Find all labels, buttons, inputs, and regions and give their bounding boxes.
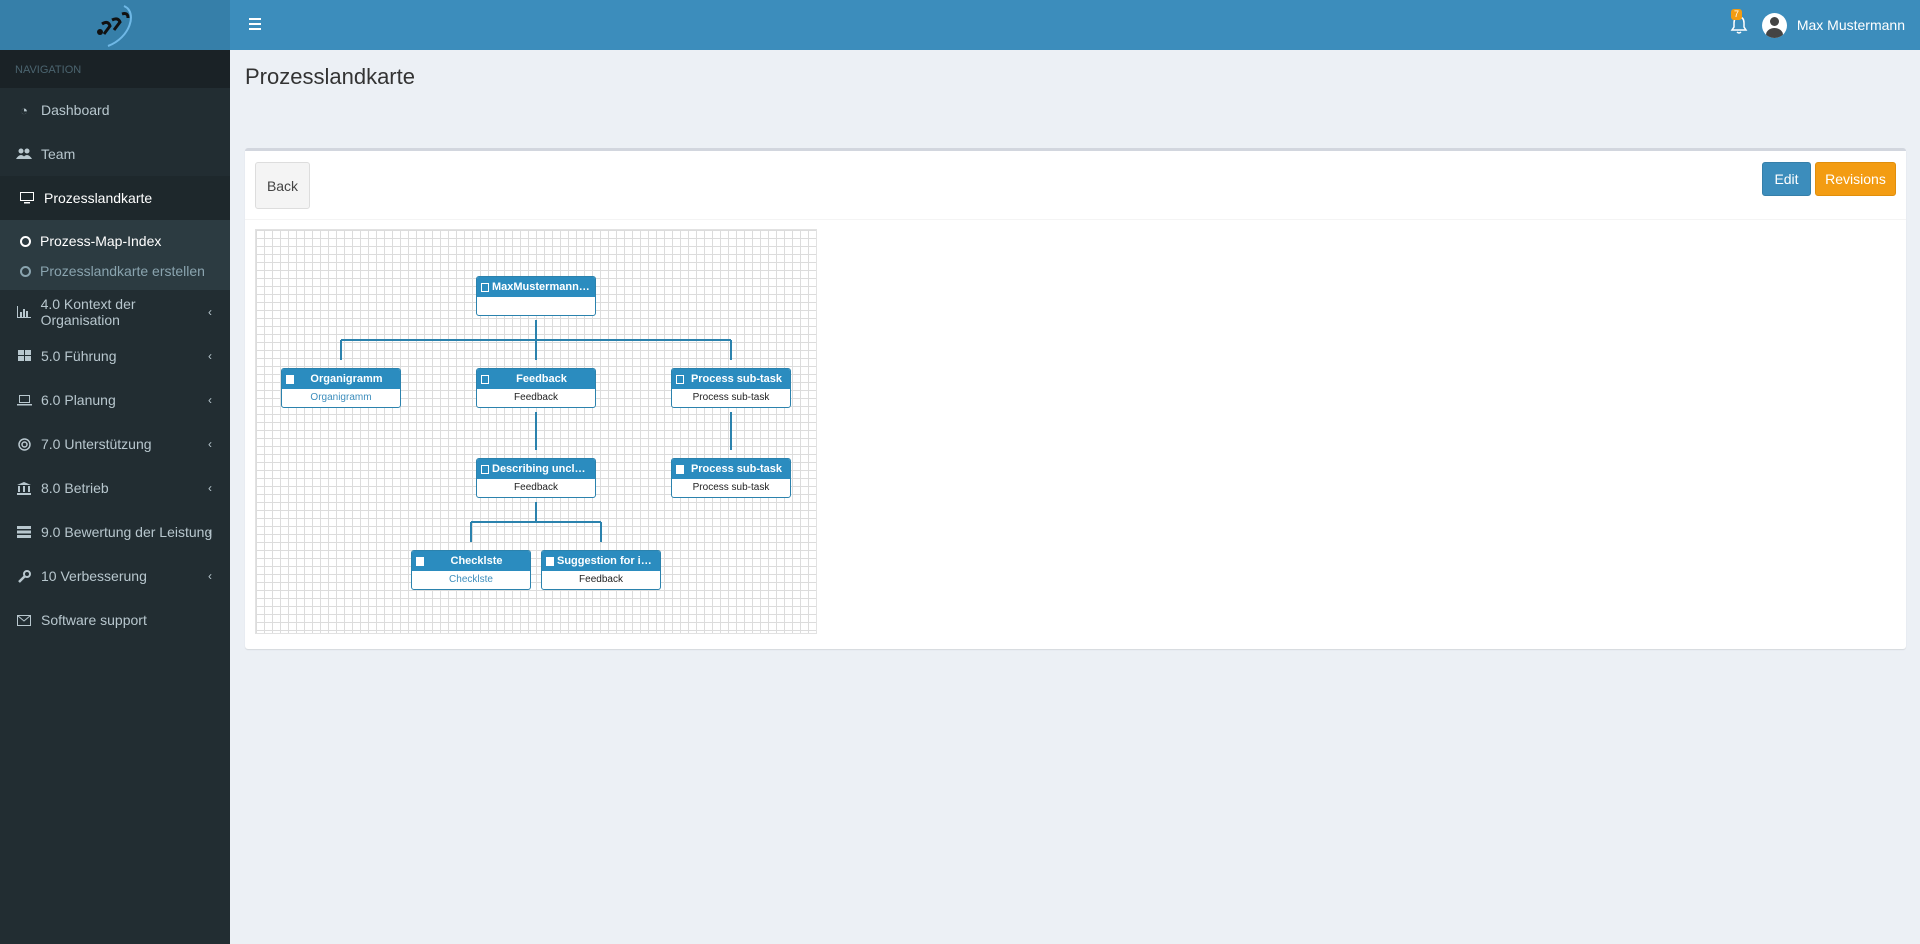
chevron-left-icon: ‹ <box>208 349 212 363</box>
bar-chart-icon <box>16 306 32 318</box>
revisions-button[interactable]: Revisions <box>1815 162 1896 196</box>
connector-lines <box>340 320 732 542</box>
node-title: Checklste <box>450 555 503 567</box>
sidebar-item-bewertung[interactable]: 9.0 Bewertung der Leistung ‹ <box>0 510 230 554</box>
sidebar-item-verbesserung[interactable]: 10 Verbesserung ‹ <box>0 554 230 598</box>
node-title: Feedback <box>516 373 567 385</box>
node-body: Feedback <box>514 482 558 493</box>
sidebar-item-prozesslandkarte[interactable]: Prozesslandkarte <box>0 176 230 220</box>
sidebar: NAVIGATION ◔ Dashboard Team Prozesslandk… <box>0 50 230 944</box>
user-name: Max Mustermann <box>1796 17 1905 33</box>
node-body <box>477 297 595 315</box>
sidebar-item-label: 10 Verbesserung <box>41 568 147 584</box>
node-title: Process sub-task <box>690 373 783 385</box>
prozesslandkarte-submenu: Prozess-Map-Index Prozesslandkarte erste… <box>0 220 230 290</box>
process-node[interactable]: Process sub-task Process sub-task <box>671 368 791 408</box>
clipboard-icon <box>481 282 489 292</box>
node-title: Organigramm <box>310 373 383 385</box>
avatar <box>1761 12 1787 38</box>
logo-icon <box>97 5 132 47</box>
node-body: Process sub-task <box>692 482 770 493</box>
document-icon <box>546 556 554 566</box>
submenu-item-label: Prozess-Map-Index <box>40 233 162 249</box>
process-node[interactable]: Checklste Checklste <box>411 550 531 590</box>
bank-icon <box>16 481 32 495</box>
node-body: Feedback <box>514 392 558 403</box>
node-body: Process sub-task <box>692 392 770 403</box>
sidebar-item-fuehrung[interactable]: 5.0 Führung ‹ <box>0 334 230 378</box>
nav-header: NAVIGATION <box>0 50 230 88</box>
sidebar-item-label: Team <box>41 146 76 162</box>
envelope-icon <box>16 614 32 626</box>
sidebar-item-label: Dashboard <box>41 102 110 118</box>
document-icon <box>286 374 294 384</box>
chevron-left-icon: ‹ <box>208 305 212 319</box>
page-title: Prozesslandkarte <box>245 64 415 89</box>
box-header: Back Edit Revisions <box>245 151 1906 220</box>
sidebar-item-label: Prozesslandkarte <box>44 190 153 206</box>
sidebar-item-team[interactable]: Team <box>0 132 230 176</box>
node-title: MaxMustermann AG <box>492 281 591 293</box>
sidebar-item-betrieb[interactable]: 8.0 Betrieb ‹ <box>0 466 230 510</box>
submenu-item-prozesslandkarte-erstellen[interactable]: Prozesslandkarte erstellen <box>0 256 230 286</box>
chevron-left-icon: ‹ <box>208 437 212 451</box>
sidebar-item-software-support[interactable]: Software support <box>0 598 230 642</box>
sidebar-item-label: 7.0 Unterstützung <box>41 436 152 452</box>
sidebar-item-label: Software support <box>41 612 147 628</box>
process-map-canvas[interactable]: MaxMustermann AG Organigramm Organigramm… <box>255 229 817 634</box>
sidebar-item-planung[interactable]: 6.0 Planung ‹ <box>0 378 230 422</box>
sidebar-item-label: 5.0 Führung <box>41 348 117 364</box>
node-body: Feedback <box>579 574 623 585</box>
edit-button[interactable]: Edit <box>1762 162 1811 196</box>
process-node[interactable]: Suggestion for im... Feedback <box>541 550 661 590</box>
node-title: Describing unclea... <box>492 463 591 475</box>
sidebar-item-dashboard[interactable]: ◔ Dashboard <box>0 88 230 132</box>
sidebar-item-label: 4.0 Kontext der Organisation <box>40 296 136 328</box>
clipboard-icon <box>481 464 489 474</box>
chevron-left-icon: ‹ <box>208 569 212 583</box>
sidebar-toggle-icon[interactable] <box>244 13 266 35</box>
sidebar-item-kontext[interactable]: 4.0 Kontext der Organisation ‹ <box>0 290 230 334</box>
circle-icon <box>20 235 31 247</box>
top-navbar: 7 Max Mustermann <box>230 0 1920 50</box>
submenu-item-prozess-map-index[interactable]: Prozess-Map-Index <box>0 226 230 256</box>
document-icon <box>416 556 424 566</box>
wrench-icon <box>16 569 32 583</box>
process-node[interactable]: MaxMustermann AG <box>476 276 596 316</box>
node-body[interactable]: Checklste <box>449 574 493 585</box>
circle-icon <box>20 265 31 277</box>
document-icon <box>676 464 684 474</box>
dashboard-icon: ◔ <box>20 102 28 118</box>
process-node[interactable]: Process sub-task Process sub-task <box>671 458 791 498</box>
sidebar-item-label: 8.0 Betrieb <box>41 480 109 496</box>
clipboard-icon <box>676 374 684 384</box>
laptop-icon <box>16 394 32 406</box>
server-icon <box>16 526 32 538</box>
app-logo[interactable] <box>0 0 230 50</box>
grid-icon <box>16 350 32 362</box>
life-ring-icon <box>16 437 32 451</box>
sidebar-item-label: 9.0 Bewertung der Leistung <box>41 524 213 540</box>
clipboard-icon <box>481 374 489 384</box>
node-body[interactable]: Organigramm <box>310 392 372 403</box>
node-title: Process sub-task <box>690 463 783 475</box>
process-node[interactable]: Organigramm Organigramm <box>281 368 401 408</box>
desktop-icon <box>19 192 35 204</box>
back-button[interactable]: Back <box>255 162 310 209</box>
users-icon <box>16 148 32 160</box>
notification-badge: 7 <box>1730 9 1742 20</box>
sidebar-item-label: 6.0 Planung <box>41 392 116 408</box>
process-node[interactable]: Describing unclea... Feedback <box>476 458 596 498</box>
submenu-item-label: Prozesslandkarte erstellen <box>40 263 205 279</box>
sidebar-item-unterstuetzung[interactable]: 7.0 Unterstützung ‹ <box>0 422 230 466</box>
chevron-left-icon: ‹ <box>208 393 212 407</box>
process-node[interactable]: Feedback Feedback <box>476 368 596 408</box>
chevron-left-icon: ‹ <box>208 525 212 539</box>
node-title: Suggestion for im... <box>557 555 656 567</box>
chevron-left-icon: ‹ <box>208 481 212 495</box>
user-menu[interactable]: Max Mustermann <box>1761 0 1905 50</box>
process-map-box: Back Edit Revisions MaxMustermann AG <box>245 148 1906 649</box>
